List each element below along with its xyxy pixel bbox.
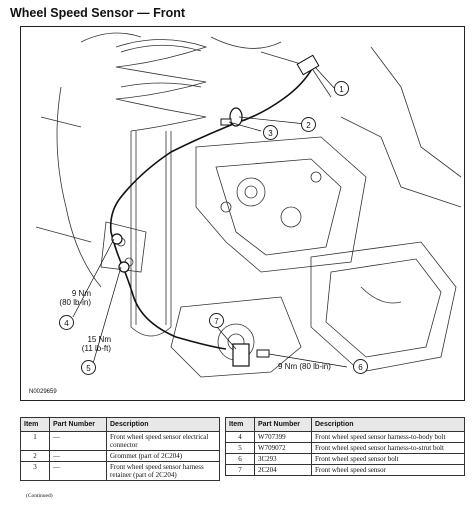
header-part-number: Part Number: [49, 417, 107, 432]
torque-label-bolt-4: 9 Nm (80 lb-in): [59, 289, 91, 307]
wheel-speed-sensor-diagram: 1 2 3 4 5 6 7 9 Nm (80 lb-in) 15 Nm (11 …: [20, 26, 465, 401]
description-cell: Front wheel speed sensor harness-to-stru…: [311, 442, 465, 454]
item-cell: 4: [225, 431, 255, 443]
part-cell: W707399: [254, 431, 312, 443]
header-description: Description: [106, 417, 220, 432]
parts-table-right: Item Part Number Description 4 W707399 F…: [225, 417, 465, 476]
description-cell: Front wheel speed sensor bolt: [311, 453, 465, 465]
table-header-row: Item Part Number Description: [20, 417, 220, 432]
header-item: Item: [225, 417, 255, 432]
callout-1: 1: [334, 81, 349, 96]
part-cell: —: [49, 450, 107, 462]
page-title: Wheel Speed Sensor — Front: [10, 6, 186, 20]
callout-3: 3: [263, 125, 278, 140]
item-cell: 6: [225, 453, 255, 465]
sensor-line-drawing: [35, 32, 462, 378]
torque-label-bolt-6: 9 Nm (80 lb-in): [278, 362, 331, 371]
description-cell: Front wheel speed sensor: [311, 464, 465, 476]
callout-5: 5: [81, 360, 96, 375]
description-cell: Front wheel speed sensor harness retaine…: [106, 461, 220, 481]
table-row: 2 — Grommet (part of 2C204): [20, 450, 220, 462]
item-cell: 2: [20, 450, 50, 462]
table-header-row: Item Part Number Description: [225, 417, 465, 432]
item-cell: 3: [20, 461, 50, 481]
item-cell: 1: [20, 431, 50, 451]
item-cell: 5: [225, 442, 255, 454]
table-row: 7 2C204 Front wheel speed sensor: [225, 464, 465, 476]
table-row: 3 — Front wheel speed sensor harness ret…: [20, 461, 220, 481]
callout-2: 2: [301, 117, 316, 132]
callout-7: 7: [209, 313, 224, 328]
item-cell: 7: [225, 464, 255, 476]
callout-6: 6: [353, 359, 368, 374]
continued-note: (Continued): [26, 493, 53, 499]
torque-label-bolt-5: 15 Nm (11 lb-ft): [81, 335, 111, 353]
header-description: Description: [311, 417, 465, 432]
figure-id: N0029659: [29, 389, 57, 395]
callout-4: 4: [59, 315, 74, 330]
table-row: 1 — Front wheel speed sensor electrical …: [20, 431, 220, 451]
part-cell: 2C204: [254, 464, 312, 476]
description-cell: Grommet (part of 2C204): [106, 450, 220, 462]
header-part-number: Part Number: [254, 417, 312, 432]
part-cell: —: [49, 431, 107, 451]
description-cell: Front wheel speed sensor electrical conn…: [106, 431, 220, 451]
header-item: Item: [20, 417, 50, 432]
description-cell: Front wheel speed sensor harness-to-body…: [311, 431, 465, 443]
parts-table-left: Item Part Number Description 1 — Front w…: [20, 417, 220, 481]
part-cell: —: [49, 461, 107, 481]
part-cell: 3C293: [254, 453, 312, 465]
table-row: 6 3C293 Front wheel speed sensor bolt: [225, 453, 465, 465]
table-row: 5 W709072 Front wheel speed sensor harne…: [225, 442, 465, 454]
table-row: 4 W707399 Front wheel speed sensor harne…: [225, 431, 465, 443]
part-cell: W709072: [254, 442, 312, 454]
